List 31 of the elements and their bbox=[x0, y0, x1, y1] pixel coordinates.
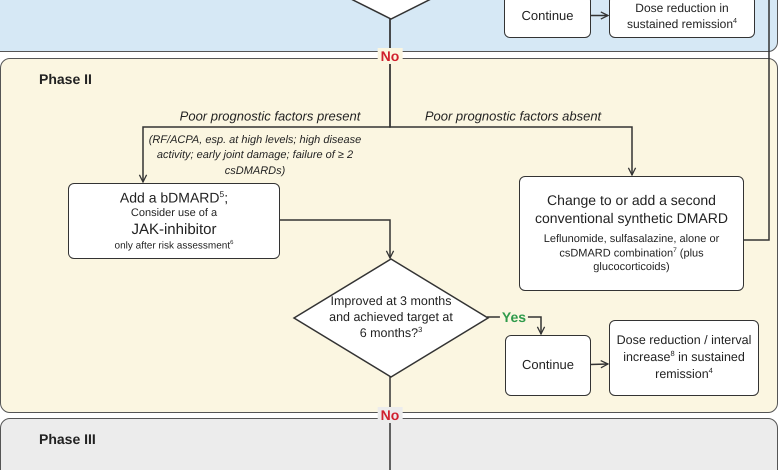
phase-title: Phase II bbox=[39, 71, 92, 88]
note-text: (RF/ACPA, esp. at high levels; high disease activity; early joint damage; failure of ≥ 2 csDMARDs) bbox=[148, 132, 362, 179]
connector-line bbox=[743, 0, 770, 241]
box-heading: Continue bbox=[521, 8, 574, 25]
box-heading: Improved at 3 months and achieved target at 6 months?$^{3}$ bbox=[328, 294, 454, 342]
process-box bbox=[505, 335, 591, 396]
box-heading: Change to or add a second conventional synthetic DMARD bbox=[534, 192, 729, 228]
edge-label: Poor prognostic factors absent bbox=[424, 108, 602, 124]
decision-diamond bbox=[294, 259, 488, 377]
arrow bbox=[279, 219, 394, 259]
process-box bbox=[519, 176, 744, 291]
box-heading: Continue bbox=[522, 357, 574, 374]
branch-label: No bbox=[378, 407, 402, 423]
edge-label: Poor prognostic factors present bbox=[180, 108, 360, 124]
box-text: Consider use of a bbox=[130, 207, 218, 222]
edge-label: Yes bbox=[500, 309, 528, 325]
arrow bbox=[590, 360, 609, 368]
box-heading: Add a bDMARD$^{5}$; bbox=[120, 189, 228, 208]
process-box bbox=[609, 320, 759, 396]
branch-label: No bbox=[378, 48, 402, 64]
process-box bbox=[504, 0, 591, 38]
box-text: Leflunomide, sulfasalazine, alone or csDMARD combination$^{7}$ (plus glucocorticoids) bbox=[542, 233, 720, 275]
phase-title: Phase III bbox=[39, 431, 96, 448]
arrow bbox=[590, 11, 609, 20]
box-text: only after risk assessment$^{6}$ bbox=[114, 240, 234, 253]
process-box bbox=[609, 0, 755, 38]
box-heading: Dose reduction in sustained remission$^{4}$ bbox=[626, 1, 738, 32]
box-heading: Dose reduction / interval increase$^{8}$ in sustained remission$^{4}$ bbox=[616, 333, 752, 383]
process-box bbox=[68, 183, 280, 259]
arrow bbox=[389, 18, 636, 176]
box-text: JAK-inhibitor bbox=[131, 221, 217, 240]
